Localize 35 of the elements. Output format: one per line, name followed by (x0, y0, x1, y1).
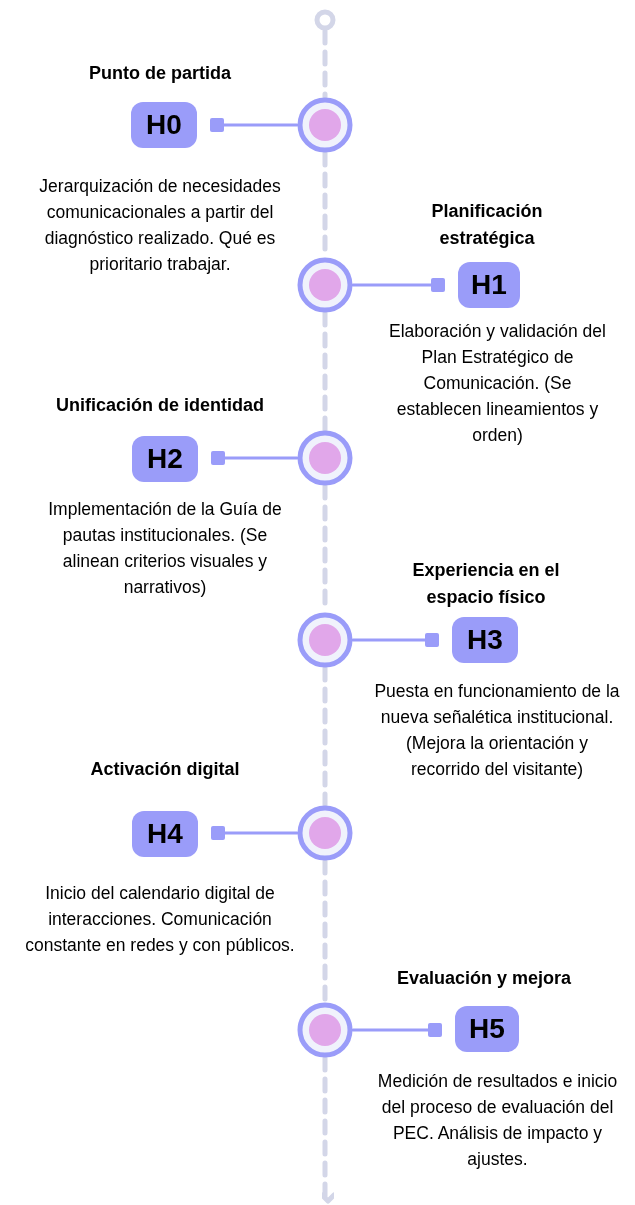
milestone-circle (297, 97, 353, 153)
start-ring (314, 9, 336, 31)
milestone-label: H1 (458, 262, 520, 308)
connector-line (351, 278, 445, 292)
milestone-description: Inicio del calendario digital de interacciones. Comunicación constante en redes y con públicos. (25, 882, 295, 957)
connector-line (211, 451, 299, 465)
milestone-label: H4 (132, 811, 198, 857)
milestone-label: H0 (131, 102, 197, 148)
milestone-title: Experiencia en el espacio físico (411, 559, 561, 609)
milestone-description: Jerarquización de necesidades comunicacionales a partir del diagnóstico realizado. Qué es prioritario trabajar. (38, 175, 282, 276)
connector-line (351, 1023, 442, 1037)
milestone-circle (297, 612, 353, 668)
milestone-description: Medición de resultados e inicio del proceso de evaluación del PEC. Análisis de impacto y ajustes. (376, 1070, 619, 1171)
milestone-description: Puesta en funcionamiento de la nueva señalética institucional. (Mejora la orientación y recorrido del visitante) (373, 680, 621, 781)
connector-line (211, 826, 299, 840)
connector-line (351, 633, 439, 647)
milestone-title: Planificación estratégica (430, 200, 544, 250)
milestone-label: H2 (132, 436, 198, 482)
milestone-circle (297, 257, 353, 313)
dashed-timeline-line (322, 28, 328, 100)
milestone-description: Elaboración y validación del Plan Estratégico de Comunicación. (Se establecen lineamientos y orden) (388, 320, 607, 447)
milestone-circle (297, 430, 353, 486)
milestone-circle (297, 1002, 353, 1058)
milestone-title: Activación digital (90, 758, 240, 781)
milestone-label: H5 (455, 1006, 519, 1052)
milestone-title: Punto de partida (88, 62, 232, 85)
connector-line (210, 118, 299, 132)
milestone-description: Implementación de la Guía de pautas institucionales. (Se alinean criterios visuales y narrativos) (47, 498, 283, 599)
dashed-timeline-line (322, 310, 328, 433)
milestone-title: Evaluación y mejora (395, 967, 573, 990)
milestone-label: H3 (452, 617, 518, 663)
milestone-title: Unificación de identidad (55, 394, 265, 417)
dashed-timeline-line (319, 1055, 337, 1204)
milestone-circle (297, 805, 353, 861)
dashed-timeline-line (322, 665, 328, 808)
